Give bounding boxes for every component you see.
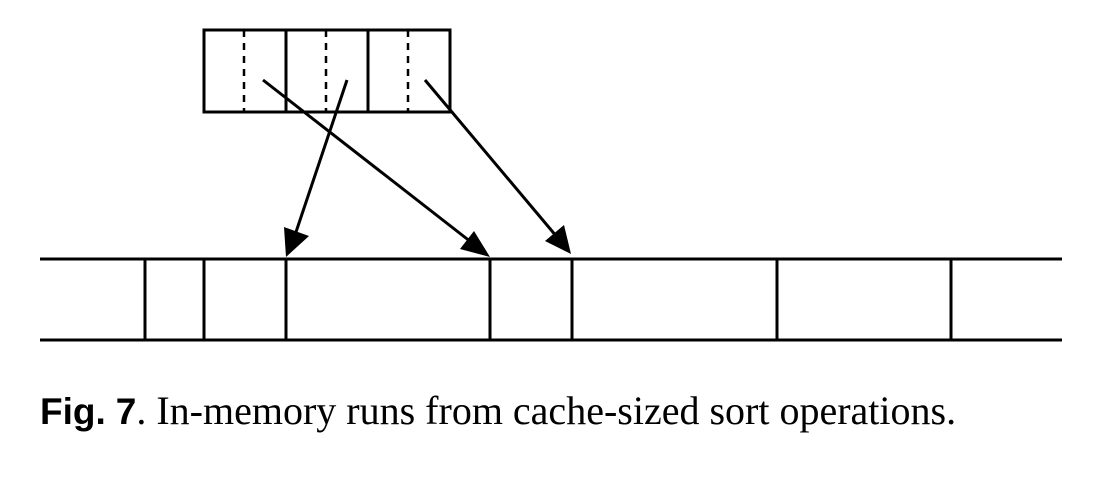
- cache-buffer: [202, 28, 452, 114]
- arrow-head: [284, 227, 309, 257]
- figure-number: 7: [115, 391, 137, 432]
- figure-label: Fig.: [40, 391, 106, 432]
- figure-caption-text: In-memory runs from cache-sized sort ope…: [156, 388, 957, 433]
- memory-runs-strip: [40, 257, 1062, 342]
- diagram-figure: [40, 28, 1062, 342]
- arrow-shaft: [423, 79, 559, 238]
- figure-separator: .: [136, 388, 147, 433]
- transfer-arrows: [262, 78, 571, 257]
- arrow-shaft: [262, 78, 472, 244]
- arrow-shaft: [294, 79, 349, 233]
- arrow-head: [545, 225, 571, 254]
- arrow-head: [460, 231, 490, 257]
- figure-caption: Fig. 7. In-memory runs from cache-sized …: [40, 388, 1056, 435]
